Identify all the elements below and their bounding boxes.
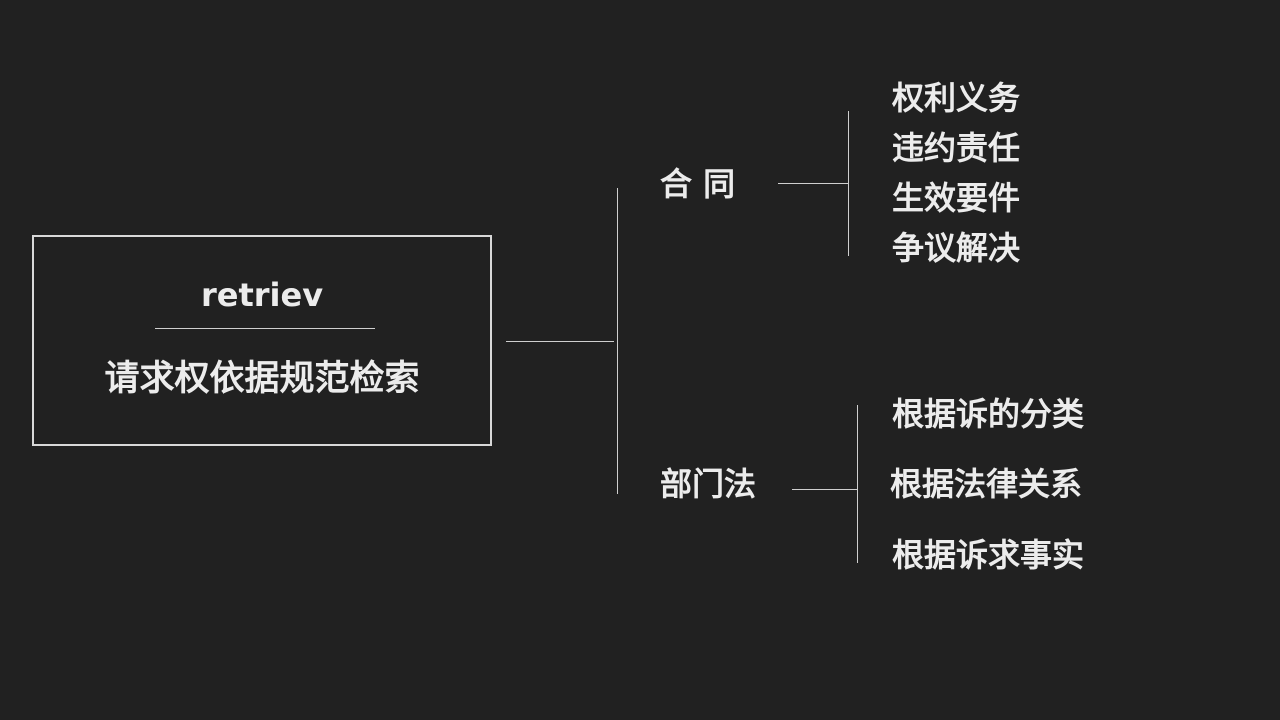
root-title: 请求权依据规范检索 xyxy=(104,359,420,399)
contract-connector xyxy=(778,183,848,184)
root-node: retriev 请求权依据规范检索 xyxy=(32,235,492,446)
department-law-connector xyxy=(792,489,857,490)
contract-leaf: 生效要件 xyxy=(892,179,1021,217)
department-law-leaf: 根据诉的分类 xyxy=(892,395,1085,433)
branch-department-law-label: 部门法 xyxy=(660,465,757,503)
department-law-leaf: 根据诉求事实 xyxy=(892,536,1085,574)
contract-leaf: 权利义务 xyxy=(892,79,1021,117)
trunk-vertical-line xyxy=(617,188,618,494)
root-divider xyxy=(155,328,375,329)
root-subtitle: retriev xyxy=(200,276,324,314)
contract-bracket xyxy=(848,111,849,256)
department-law-leaf: 根据法律关系 xyxy=(890,465,1083,503)
branch-contract-label: 合 同 xyxy=(660,165,736,203)
contract-leaf: 违约责任 xyxy=(892,129,1021,167)
contract-leaf: 争议解决 xyxy=(892,229,1021,267)
department-law-bracket xyxy=(857,405,858,563)
root-connector xyxy=(506,341,614,342)
